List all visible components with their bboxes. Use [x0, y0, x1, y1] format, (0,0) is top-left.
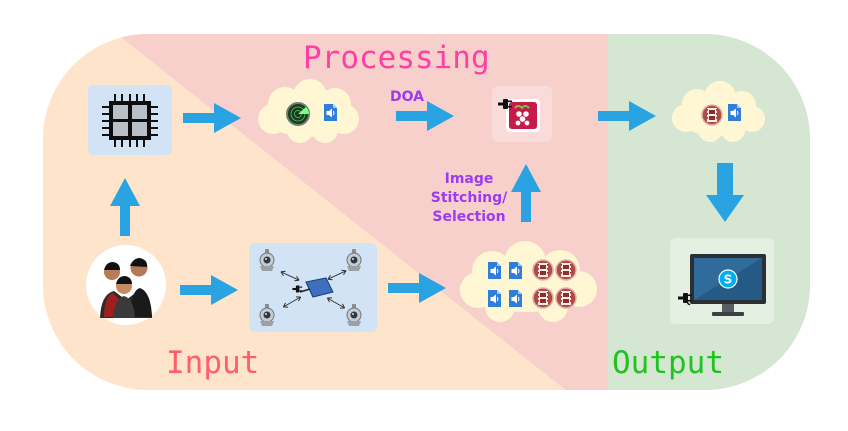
arrow-cpu-to-cloud — [183, 103, 241, 133]
film-icon — [555, 287, 577, 309]
speaker-file-icon — [508, 261, 523, 280]
film-icon — [532, 259, 554, 281]
arrow-people-to-cameras — [180, 275, 238, 305]
film-icon — [555, 259, 577, 281]
doa-label: DOA — [390, 89, 424, 105]
input-zone-label: Input — [166, 345, 260, 381]
svg-text:S: S — [724, 273, 733, 287]
arrow-cameras-to-cloud — [388, 273, 446, 303]
speaker-file-icon — [508, 289, 523, 308]
video-audio-output-cloud-icon — [672, 81, 765, 142]
flow-arrows — [110, 101, 744, 305]
speaker-file-icon — [727, 103, 742, 122]
speaker-file-icon — [487, 289, 502, 308]
usb-hub-icon — [292, 277, 334, 298]
arrow-people-to-cpu — [110, 178, 140, 236]
film-icon — [701, 104, 723, 126]
processing-zone-label: Processing — [303, 40, 490, 76]
cpu-chip-icon — [88, 85, 172, 155]
image-stitching-selection-label: Image Stitching/ Selection — [430, 171, 508, 225]
arrow-pi-to-output — [598, 101, 656, 131]
skype-monitor-icon: S — [670, 238, 774, 324]
arrow-output-down — [706, 163, 744, 222]
output-zone-label: Output — [612, 345, 724, 381]
camera-network-icon — [249, 243, 377, 332]
raspberry-pi-icon — [492, 86, 552, 142]
people-group-icon — [86, 245, 166, 325]
arrow-stitching — [511, 164, 541, 222]
radar-icon — [286, 102, 310, 126]
arrow-doa — [396, 101, 454, 131]
speaker-file-icon — [323, 103, 338, 122]
film-icon — [532, 287, 554, 309]
radar-and-audio-cloud-icon — [258, 79, 359, 143]
speaker-file-icon — [487, 261, 502, 280]
audio-video-files-cloud-icon — [460, 241, 597, 322]
